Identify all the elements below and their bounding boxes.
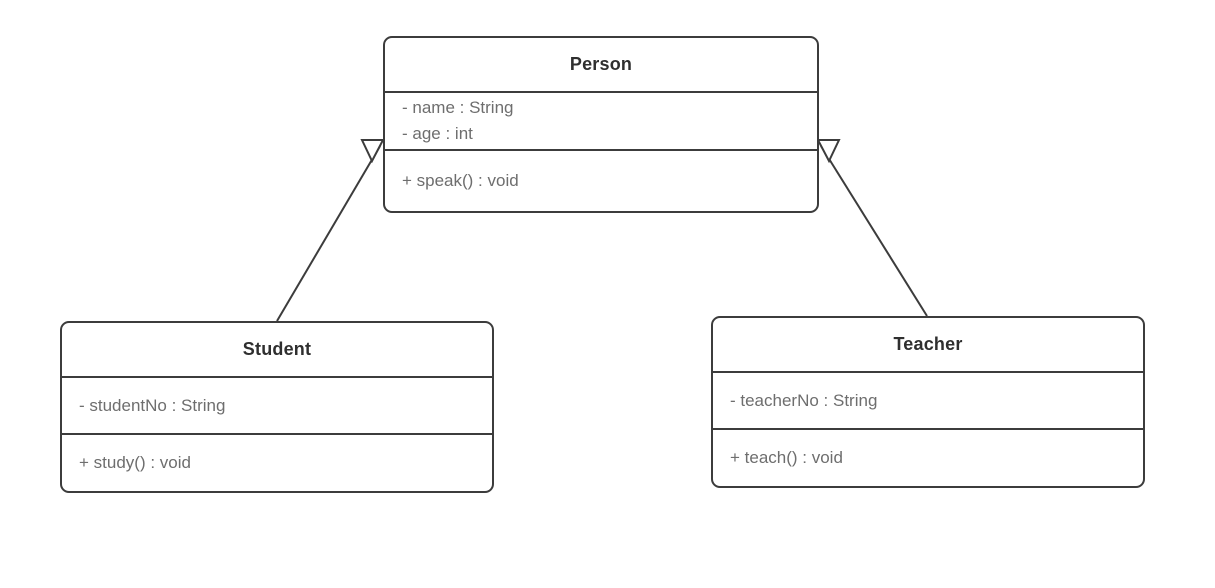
hollow-triangle-arrowhead-teacher <box>816 139 841 164</box>
operations-compartment-student: + study() : void <box>62 435 492 491</box>
attributes-compartment-teacher: - teacherNo : String <box>713 373 1143 430</box>
attribute-item: - teacherNo : String <box>730 390 878 410</box>
generalization-student-to-person[interactable] <box>276 139 385 322</box>
attribute-item: - name : String <box>402 98 514 117</box>
class-name-compartment-student: Student <box>62 323 492 378</box>
generalization-teacher-to-person[interactable] <box>816 139 928 317</box>
hollow-triangle-arrowhead-student <box>360 139 385 164</box>
attributes-compartment-person: - name : String - age : int <box>385 93 817 151</box>
class-name-compartment-person: Person <box>385 38 817 93</box>
generalization-line-student <box>276 145 381 322</box>
attributes-compartment-student: - studentNo : String <box>62 378 492 435</box>
uml-class-student[interactable]: Student - studentNo : String + study() :… <box>60 321 494 493</box>
class-title-person: Person <box>569 54 633 74</box>
attribute-item: - studentNo : String <box>79 395 226 415</box>
class-title-teacher: Teacher <box>893 334 963 354</box>
operations-compartment-person: + speak() : void <box>385 151 817 211</box>
operation-item: + study() : void <box>79 453 191 472</box>
uml-class-person[interactable]: Person - name : String - age : int + spe… <box>383 36 819 213</box>
class-title-student: Student <box>242 339 312 359</box>
operation-item: + teach() : void <box>730 448 843 467</box>
operations-compartment-teacher: + teach() : void <box>713 430 1143 486</box>
class-name-compartment-teacher: Teacher <box>713 318 1143 373</box>
operation-item: + speak() : void <box>402 171 519 190</box>
uml-class-teacher[interactable]: Teacher - teacherNo : String + teach() :… <box>711 316 1145 488</box>
attribute-item: - age : int <box>402 124 473 143</box>
generalization-line-teacher <box>820 145 928 317</box>
